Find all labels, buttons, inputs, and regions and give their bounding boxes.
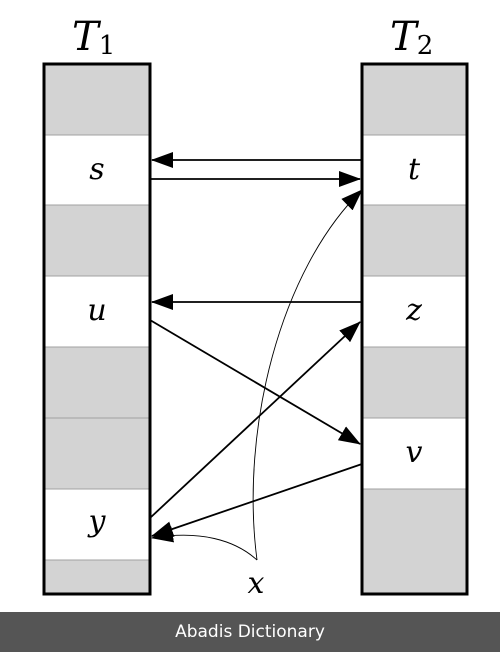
footer-text: Abadis Dictionary bbox=[175, 622, 325, 642]
table2-title-main: T bbox=[390, 14, 420, 60]
table1: s u y bbox=[42, 62, 152, 596]
table1-title-main: T bbox=[72, 14, 102, 60]
t2-border bbox=[360, 62, 469, 596]
t2-label-t: t bbox=[408, 152, 421, 187]
table2: t z v bbox=[360, 62, 469, 596]
t2-cell-4 bbox=[361, 346, 468, 419]
table2-title-sub: 2 bbox=[417, 31, 434, 61]
t1-cell-3 bbox=[43, 275, 151, 348]
arrow-v-to-y bbox=[151, 463, 363, 537]
t1-label-y: y bbox=[87, 504, 107, 539]
t1-cell-2 bbox=[43, 204, 151, 277]
t1-cell-1 bbox=[43, 134, 151, 206]
t2-label-z: z bbox=[405, 293, 422, 328]
t1-border bbox=[42, 62, 152, 596]
t2-label-v: v bbox=[406, 435, 423, 470]
t2-cell-0 bbox=[361, 63, 468, 136]
t2-cell-6 bbox=[361, 488, 468, 595]
t1-cell-7 bbox=[43, 559, 151, 595]
x-label: x bbox=[248, 566, 265, 601]
table1-title: T1 bbox=[72, 14, 115, 61]
t1-cell-4 bbox=[43, 346, 151, 419]
table2-title: T2 bbox=[390, 14, 433, 61]
curve-x-to-t bbox=[252, 189, 363, 561]
arrow-y-to-z bbox=[149, 321, 361, 519]
t1-cell-0 bbox=[43, 63, 151, 136]
t1-label-u: u bbox=[87, 293, 106, 328]
hash-table-diagram: T1 T2 s u y t z v bbox=[42, 14, 469, 601]
table1-title-sub: 1 bbox=[99, 31, 116, 61]
footer-banner: Abadis Dictionary bbox=[0, 612, 500, 652]
t1-cell-5 bbox=[43, 417, 151, 490]
t1-cell-6 bbox=[43, 488, 151, 561]
t1-label-s: s bbox=[89, 152, 104, 187]
t2-cell-2 bbox=[361, 204, 468, 277]
arrows bbox=[149, 152, 363, 561]
curve-x-to-y bbox=[151, 526, 258, 561]
arrow-u-to-v bbox=[149, 319, 361, 445]
